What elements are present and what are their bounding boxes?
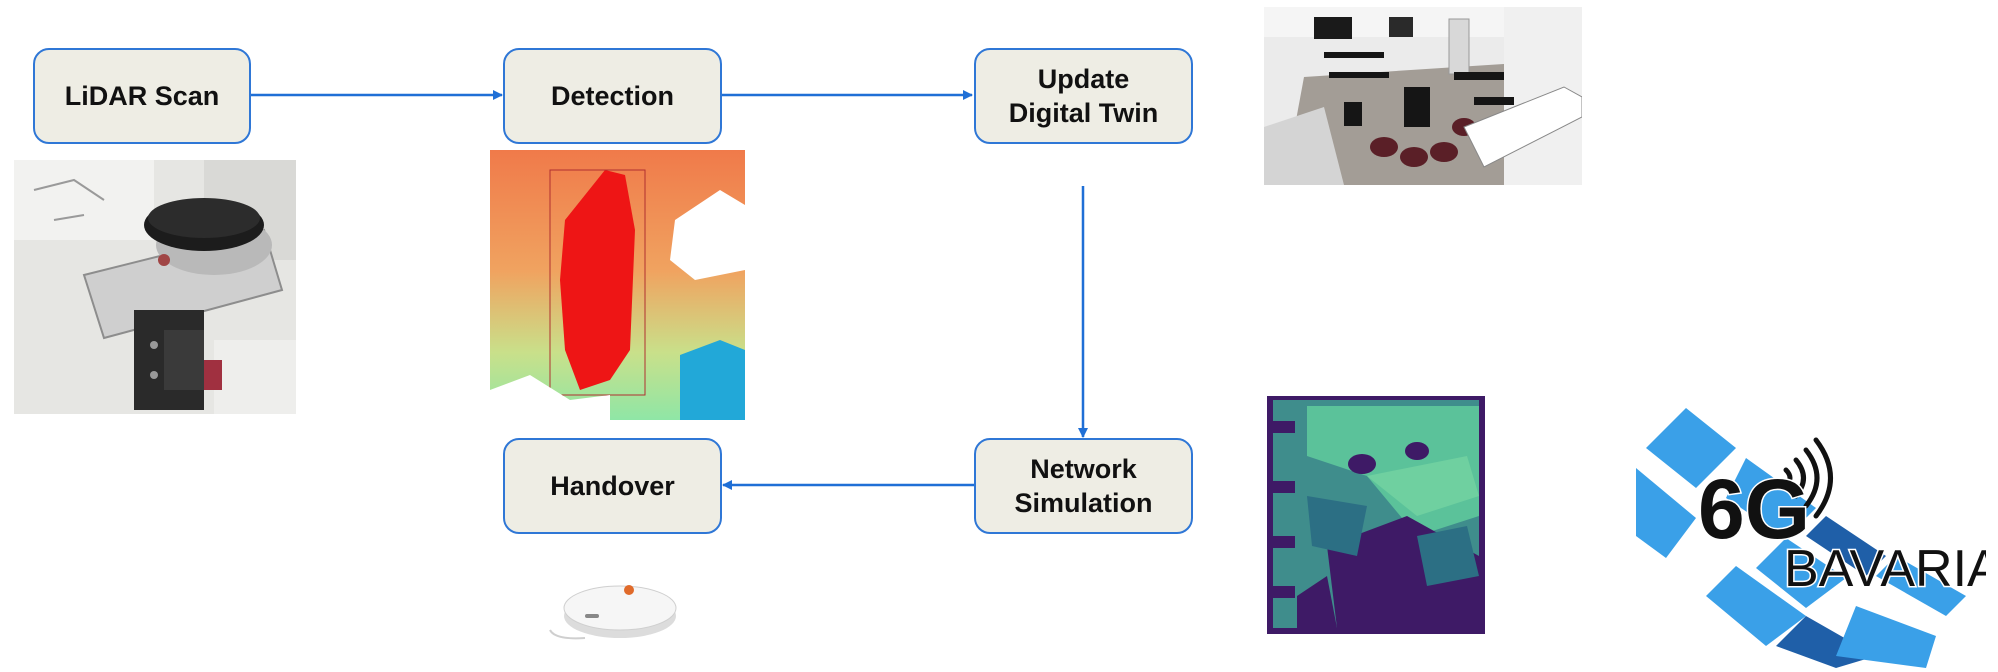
node-detection: Detection [503, 48, 722, 144]
6g-bavaria-logo: 6G BAVARIA [1636, 406, 1986, 668]
node-network-simulation: Network Simulation [974, 438, 1193, 534]
lidar-sensor-photo [14, 160, 296, 414]
digital-twin-room-image [1264, 7, 1582, 185]
logo-text-6g: 6G [1698, 462, 1810, 556]
node-lidar-scan: LiDAR Scan [33, 48, 251, 144]
robot-vacuum-image [545, 570, 685, 646]
logo-text-bavaria: BAVARIA [1784, 540, 1986, 598]
network-coverage-map-image [1267, 396, 1485, 634]
node-update-digital-twin: Update Digital Twin [974, 48, 1193, 144]
node-handover: Handover [503, 438, 722, 534]
logo-signal-icon [1783, 437, 1833, 519]
node-handover-label: Handover [550, 471, 675, 501]
detection-point-cloud-image [490, 150, 745, 420]
node-update-line2: Digital Twin [1008, 98, 1159, 128]
node-network-line2: Simulation [1014, 488, 1153, 518]
node-update-line1: Update [1037, 64, 1130, 94]
node-network-line1: Network [1030, 454, 1137, 484]
logo-diamond-pattern [1636, 408, 1966, 668]
node-lidar-scan-label: LiDAR Scan [64, 81, 220, 111]
node-detection-label: Detection [550, 81, 675, 111]
